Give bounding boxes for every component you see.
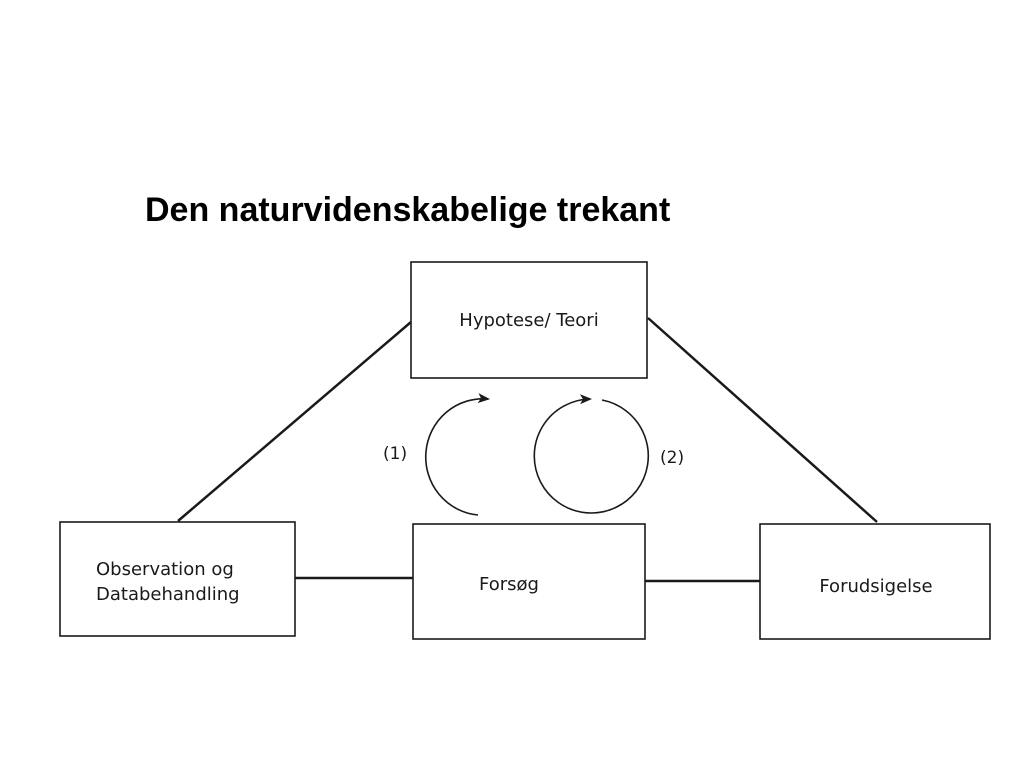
loop-right-label: (2) [660, 448, 684, 468]
edge-observation-hypothesis [177, 321, 412, 522]
loop-left-label: (1) [383, 444, 407, 464]
page-title: Den naturvidenskabelige trekant [145, 191, 671, 229]
node-experiment-box [412, 523, 646, 640]
node-hypothesis-label: Hypotese/ Teori [459, 310, 598, 331]
node-prediction-box [759, 523, 991, 640]
node-hypothesis: Hypotese/ Teori [410, 261, 648, 379]
node-prediction-label: Forudsigelse [819, 576, 932, 597]
loop-left-arrow-icon [425, 393, 490, 516]
node-experiment: Forsøg [412, 523, 646, 640]
node-observation-label-line2: Databehandling [96, 584, 240, 605]
node-observation-label-line1: Observation og [96, 559, 234, 580]
node-observation-box [59, 521, 296, 637]
edge-hypothesis-prediction [647, 317, 878, 523]
node-hypothesis-box [410, 261, 648, 379]
loop-right-arrow-icon [533, 394, 650, 514]
node-prediction: Forudsigelse [759, 523, 991, 640]
node-observation: Observation og Databehandling [59, 521, 296, 637]
node-experiment-label: Forsøg [479, 574, 539, 595]
